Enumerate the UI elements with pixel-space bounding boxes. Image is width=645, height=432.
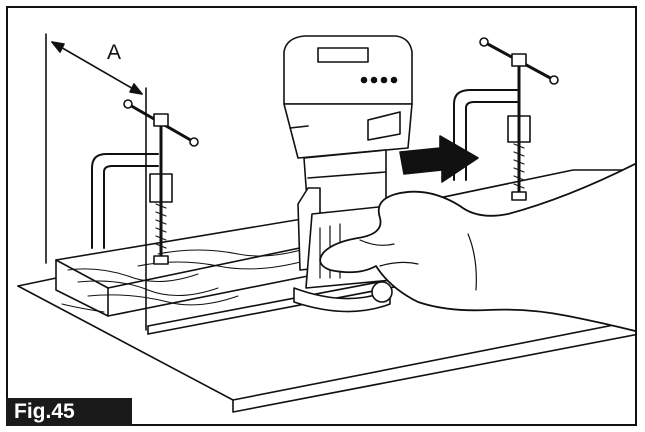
- dimension-lines: [45, 33, 147, 331]
- figure-frame: A: [6, 6, 637, 426]
- router-guide-illustration: [17, 33, 635, 413]
- figure-label: Fig.45: [6, 398, 132, 426]
- dimension-label-a: A: [107, 41, 122, 64]
- operator-hand: [319, 162, 635, 332]
- right-c-clamp: [453, 37, 559, 201]
- left-c-clamp: [91, 99, 199, 265]
- feed-direction-arrow: [399, 135, 479, 183]
